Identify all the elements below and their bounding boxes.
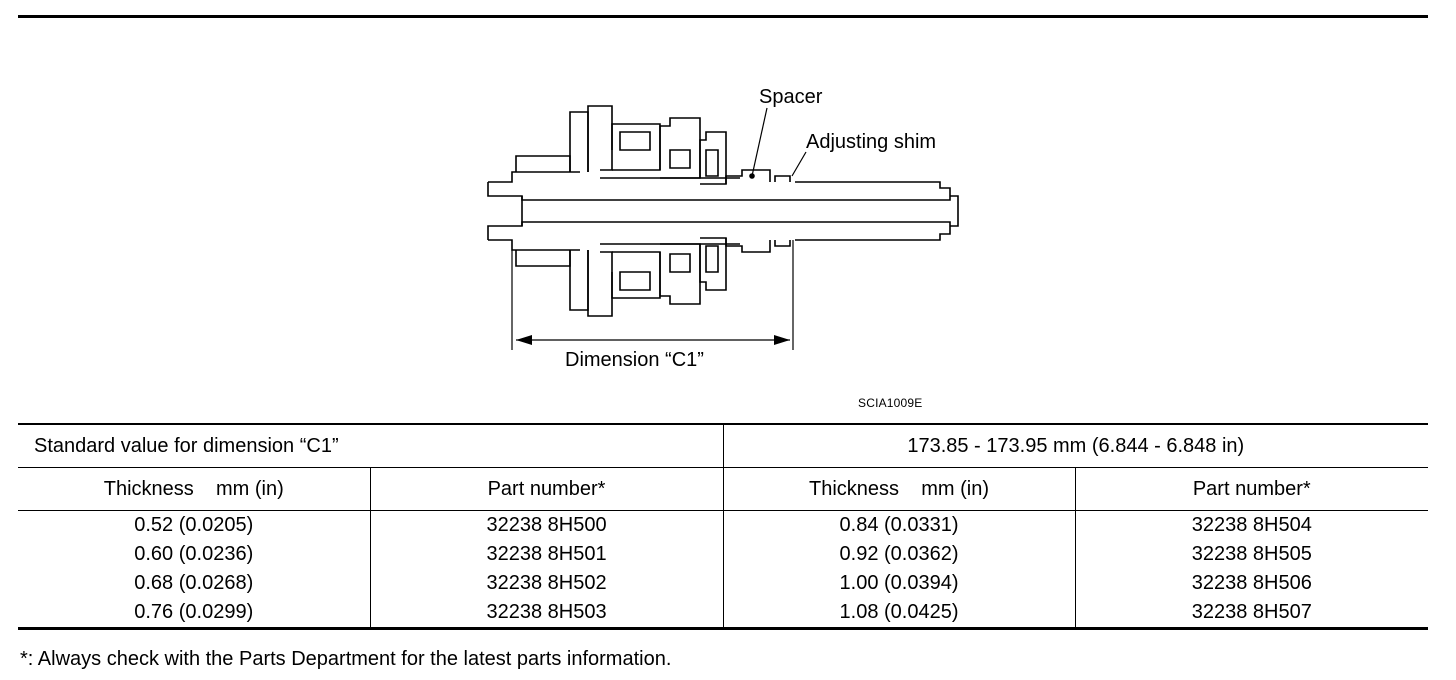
thickness-value: 1.00 (0.0394) xyxy=(839,572,959,594)
thickness-column: 0.84 (0.0331) 0.92 (0.0362) 1.00 (0.0394… xyxy=(722,510,1076,630)
part-number-value: 32238 8H506 xyxy=(1191,572,1312,594)
part-number-value: 32238 8H505 xyxy=(1191,543,1312,565)
part-number-value: 32238 8H504 xyxy=(1191,514,1312,536)
thickness-column: 0.52 (0.0205) 0.60 (0.0236) 0.68 (0.0268… xyxy=(18,510,370,630)
thickness-value: 0.84 (0.0331) xyxy=(839,514,959,536)
part-number-column: 32238 8H504 32238 8H505 32238 8H506 3223… xyxy=(1074,510,1429,630)
part-number-value: 32238 8H500 xyxy=(486,514,607,536)
shim-selection-table: Standard value for dimension “C1” 173.85… xyxy=(18,423,1429,630)
part-number-column: 32238 8H500 32238 8H501 32238 8H502 3223… xyxy=(369,510,724,630)
figure-reference-code: SCIA1009E xyxy=(858,396,923,410)
thickness-value: 0.60 (0.0236) xyxy=(134,543,254,565)
part-number-header: Part number* xyxy=(1074,467,1429,511)
table-body-row: 0.52 (0.0205) 0.60 (0.0236) 0.68 (0.0268… xyxy=(18,510,1429,630)
thickness-value: 0.92 (0.0362) xyxy=(839,543,959,565)
part-number-value: 32238 8H503 xyxy=(486,601,607,623)
part-number-value: 32238 8H501 xyxy=(486,543,607,565)
thickness-header: Thickness mm (in) xyxy=(18,467,370,511)
parts-footnote: *: Always check with the Parts Departmen… xyxy=(20,648,672,670)
part-number-value: 32238 8H502 xyxy=(486,572,607,594)
standard-value: 173.85 - 173.95 mm (6.844 - 6.848 in) xyxy=(722,423,1429,468)
dimension-c1-label: Dimension “C1” xyxy=(565,349,704,371)
shaft-drawing: Spacer Adjusting shim Dimension “C1” xyxy=(487,86,959,371)
thickness-value: 1.08 (0.0425) xyxy=(839,601,959,623)
thickness-value: 0.52 (0.0205) xyxy=(134,514,254,536)
standard-value-label: Standard value for dimension “C1” xyxy=(18,423,724,468)
spacer-label: Spacer xyxy=(759,86,823,108)
thickness-value: 0.76 (0.0299) xyxy=(134,601,254,623)
standard-value-row: Standard value for dimension “C1” 173.85… xyxy=(18,423,1429,468)
shaft-cross-section-diagram: Spacer Adjusting shim Dimension “C1” xyxy=(470,80,990,380)
part-number-header: Part number* xyxy=(369,467,724,511)
thickness-value: 0.68 (0.0268) xyxy=(134,572,254,594)
adjusting-shim-label: Adjusting shim xyxy=(806,131,936,153)
top-rule xyxy=(18,15,1428,18)
table-header-row: Thickness mm (in) Part number* Thickness… xyxy=(18,467,1429,511)
thickness-header: Thickness mm (in) xyxy=(722,467,1076,511)
part-number-value: 32238 8H507 xyxy=(1191,601,1312,623)
